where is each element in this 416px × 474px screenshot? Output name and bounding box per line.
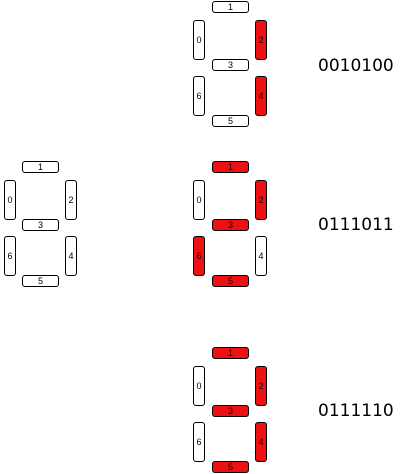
segment-bottom: 5 [22, 275, 59, 287]
segment-upper-right: 2 [255, 366, 267, 406]
segment-upper-left: 0 [193, 366, 205, 406]
segment-lower-left: 6 [4, 236, 16, 276]
segment-middle: 3 [212, 219, 249, 231]
segment-lower-right: 4 [255, 236, 267, 276]
segment-lower-right: 4 [65, 236, 77, 276]
segment-upper-right: 2 [65, 180, 77, 220]
segment-top: 1 [212, 347, 249, 359]
segment-bottom: 5 [212, 115, 249, 127]
segment-upper-right: 2 [255, 180, 267, 220]
segment-upper-left: 0 [193, 20, 205, 60]
segment-upper-left: 0 [4, 180, 16, 220]
segment-lower-left: 6 [193, 422, 205, 462]
segment-middle: 3 [212, 59, 249, 71]
segment-top: 1 [22, 161, 59, 173]
segment-lower-left: 6 [193, 76, 205, 116]
segment-top: 1 [212, 1, 249, 13]
segment-middle: 3 [212, 405, 249, 417]
segment-lower-left: 6 [193, 236, 205, 276]
segment-lower-right: 4 [255, 422, 267, 462]
segment-top: 1 [212, 161, 249, 173]
segment-lower-right: 4 [255, 76, 267, 116]
segment-bottom: 5 [212, 461, 249, 473]
segment-upper-right: 2 [255, 20, 267, 60]
binary-code-1: 0010100 [318, 56, 394, 76]
binary-code-3: 0111110 [318, 401, 394, 421]
binary-code-2: 0111011 [318, 215, 394, 235]
segment-middle: 3 [22, 219, 59, 231]
segment-bottom: 5 [212, 275, 249, 287]
segment-upper-left: 0 [193, 180, 205, 220]
